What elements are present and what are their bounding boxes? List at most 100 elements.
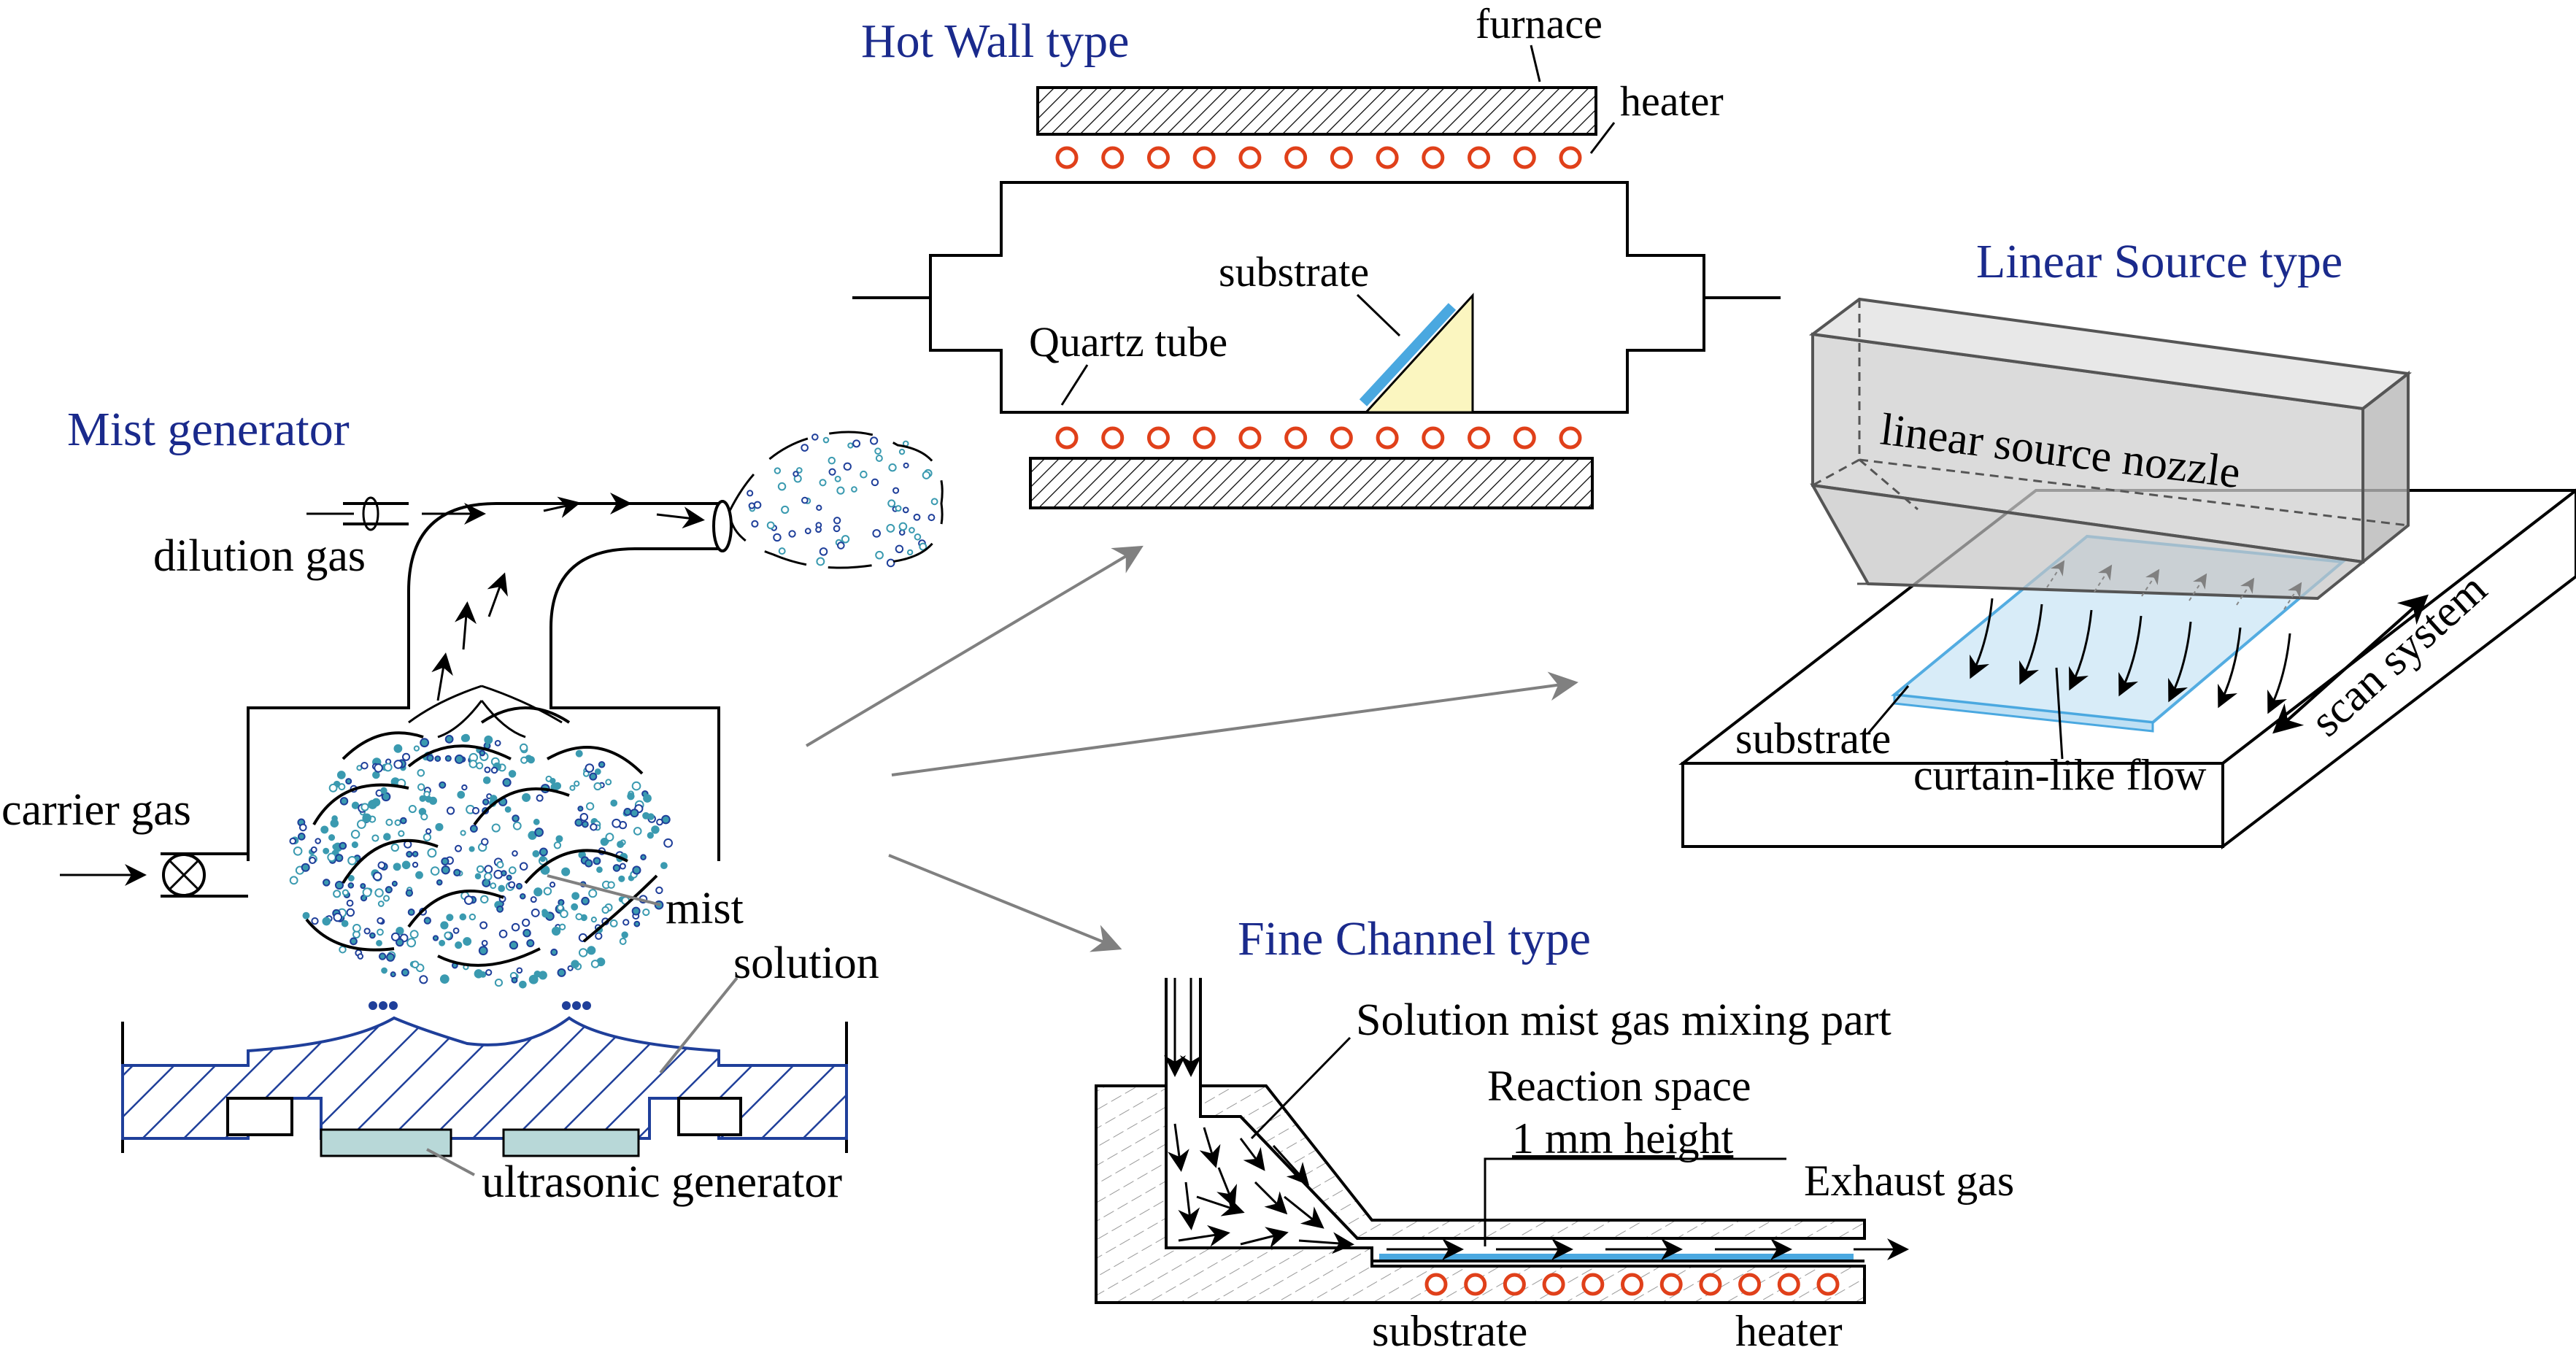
mist-droplet [501,870,507,876]
mist-droplet [930,498,938,506]
mist-droplet [417,768,425,777]
mist-droplet [642,811,650,820]
mist-droplet [663,838,673,848]
mist-generator: Mist generator dilution gas carrier gas … [1,403,944,1207]
outlet-mist-puff [728,431,944,569]
hot-wall-substrate-label: substrate [1219,248,1369,296]
mist-droplet [491,823,501,833]
mist-droplet [751,520,759,528]
mist-droplet [549,882,556,888]
mist-droplet [494,978,504,987]
heater-coil [1330,146,1353,169]
mist-droplet [383,763,393,772]
mist-droplet [347,875,355,882]
mist-label: mist [666,884,744,933]
carrier-inlet [161,852,248,898]
mist-droplet [553,782,562,790]
mist-droplet [459,913,467,921]
mist-droplet [816,504,822,511]
mist-droplet [342,889,350,896]
mist-droplet [420,813,428,821]
heater-coil [1513,146,1536,169]
mist-droplet [371,798,381,807]
mist-droplet [381,967,387,974]
mist-droplet [588,889,598,898]
mist-droplet [526,938,535,947]
mist-droplet [430,866,440,876]
mist-droplet [922,471,931,479]
outlet-mouth [712,500,733,552]
mist-swirl [342,838,439,884]
exhaust-label: Exhaust gas [1804,1157,2014,1205]
mist-droplet [423,917,431,925]
mist-droplet [607,881,615,889]
mist-droplet [898,529,906,536]
mist-droplet [496,860,504,869]
substrate-holder-wedge [1363,293,1474,414]
curtain-arrow [2118,615,2143,697]
mist-droplet [396,938,404,947]
mist-droplet [874,447,882,455]
furnace-bottom [1029,457,1594,509]
mist-droplet [362,813,372,823]
mist-droplet [357,953,364,960]
scan-arrow-down [2272,597,2426,734]
linear-source-panel: Linear Source type linear source nozzle … [1678,235,2576,850]
mist-droplet [788,530,796,538]
mist-droplet [502,778,512,787]
mist-droplet [374,888,384,898]
reaction-leader [1484,1157,1512,1246]
curtain-arrow [2069,609,2093,691]
mist-droplet [575,749,583,757]
mist-droplet [377,861,386,870]
mist-droplet [640,854,647,860]
mist-droplet [441,857,450,866]
mist-droplet [454,754,464,764]
mist-droplet [581,896,590,906]
mist-droplet [377,901,385,907]
mist-droplet [289,876,298,885]
mist-droplet [836,486,845,495]
ultrasonic-generator-label: ultrasonic generator [482,1157,842,1207]
ultrasonic-transducer-2 [502,1128,640,1157]
carrier-valve [162,853,206,897]
mist-droplet [468,913,477,921]
plume-line [481,684,563,724]
mist-droplet [328,783,338,793]
curtain-arrow-back [2141,568,2160,597]
channel-flow-arrow [1254,1181,1288,1215]
mist-droplet [571,960,579,968]
flow-arrow [431,652,453,701]
mist-droplet [406,938,417,948]
mist-droplet [444,734,454,744]
heater-coil [1738,1273,1762,1296]
mist-droplet [522,918,531,928]
mist-droplet [619,938,627,945]
mist-droplet [875,550,884,560]
mist-droplet [460,830,466,836]
mist-droplet [585,802,595,811]
mist-droplet [373,871,382,882]
mist-droplet [610,799,618,807]
heater-coil [1055,146,1079,169]
mist-droplet [484,735,493,744]
heater-coil [1238,426,1262,450]
heater-coil [1192,426,1216,450]
mist-droplet [753,501,762,509]
heater-coil [1055,426,1079,450]
stage-side [2221,488,2576,850]
quartz-leader [1060,364,1089,406]
mist-droplet [396,926,404,936]
mist-droplet [413,745,420,752]
mist-droplet [420,738,430,748]
mist-droplet [593,857,601,865]
mist-droplet [289,837,297,845]
mist-generator-title: Mist generator [67,403,350,456]
mist-droplet [578,948,588,957]
mist-swirl [547,746,644,775]
heater-coil [1559,426,1582,450]
mist-droplet [332,844,339,850]
channel-flow-arrow [1298,1232,1354,1254]
mist-droplet [553,841,562,849]
mist-droplet [339,797,349,806]
